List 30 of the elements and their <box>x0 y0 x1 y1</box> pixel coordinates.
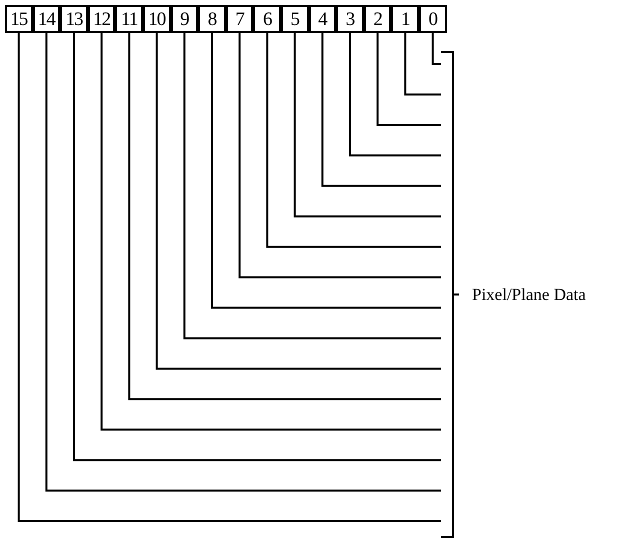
connector-line <box>183 33 441 340</box>
connector-line <box>404 33 441 96</box>
connector-line <box>211 33 441 309</box>
connector-line <box>349 33 441 156</box>
connector-line <box>266 33 441 248</box>
bracket <box>441 51 459 538</box>
bus-label: Pixel/Plane Data <box>472 286 586 302</box>
bit-cell: 15 <box>5 5 33 33</box>
bit-cell: 5 <box>281 5 309 33</box>
connector-line <box>321 33 441 187</box>
connector-line <box>376 33 441 126</box>
connector-line <box>238 33 441 278</box>
bit-cell: 14 <box>32 5 60 33</box>
connector-line <box>156 33 441 370</box>
bit-cell: 6 <box>253 5 281 33</box>
bit-cell: 2 <box>364 5 392 33</box>
bit-cell: 11 <box>115 5 143 33</box>
connector-line <box>294 33 441 218</box>
bit-cell: 8 <box>198 5 226 33</box>
bit-cell: 9 <box>170 5 198 33</box>
bit-cell: 1 <box>391 5 419 33</box>
bit-cell: 13 <box>60 5 88 33</box>
bit-cell: 4 <box>308 5 336 33</box>
bit-cell: 12 <box>88 5 116 33</box>
connector-line <box>128 33 441 400</box>
bit-cell: 10 <box>143 5 171 33</box>
connector-line <box>432 33 441 65</box>
bit-cell: 0 <box>419 5 447 33</box>
bit-cell: 7 <box>226 5 254 33</box>
bit-cell: 3 <box>336 5 364 33</box>
